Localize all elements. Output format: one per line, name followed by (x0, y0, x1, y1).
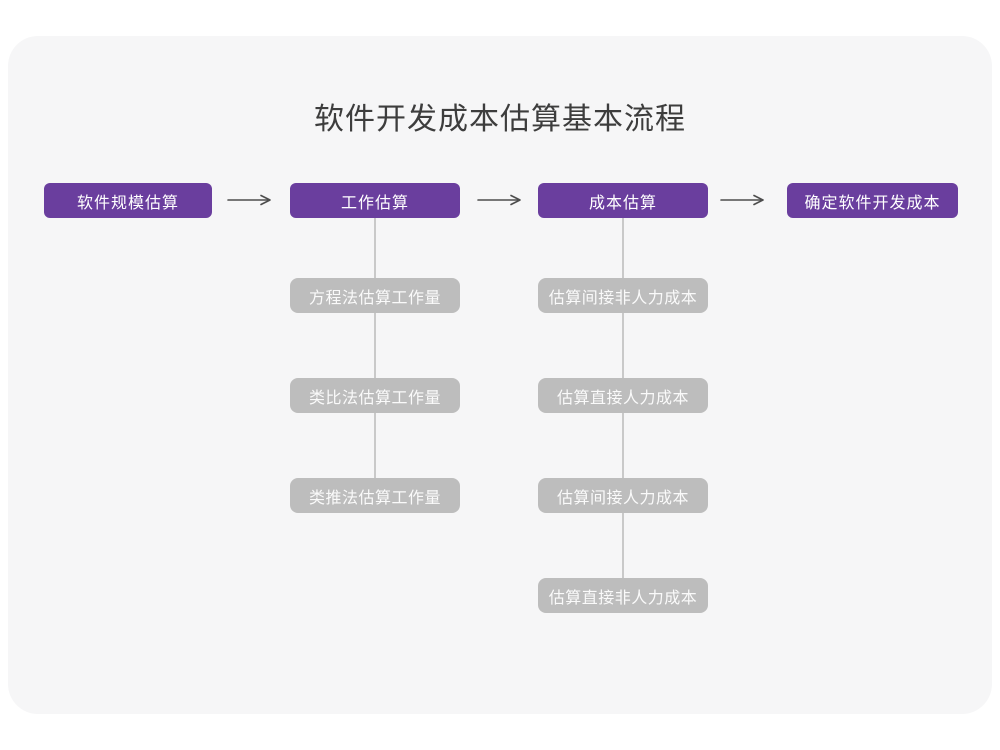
diagram-title: 软件开发成本估算基本流程 (314, 103, 686, 136)
stage-box-effort-estimation: 工作估算 (290, 183, 460, 218)
cost-box-direct-labor: 估算直接人力成本 (538, 378, 708, 413)
cost-box-indirect-labor: 估算间接人力成本 (538, 478, 708, 513)
flow-arrow-icon (720, 194, 764, 206)
flowchart-card: 软件开发成本估算基本流程 软件规模估算 工作估算 成本估算 确定软件开发成本 方… (8, 36, 992, 714)
flow-arrow-icon (477, 194, 521, 206)
connector-line-effort-column (374, 218, 376, 496)
method-box-equation: 方程法估算工作量 (290, 278, 460, 313)
stage-box-software-scale-estimation: 软件规模估算 (44, 183, 212, 218)
cost-box-indirect-nonlabor: 估算间接非人力成本 (538, 278, 708, 313)
cost-box-direct-nonlabor: 估算直接非人力成本 (538, 578, 708, 613)
method-box-analogy: 类比法估算工作量 (290, 378, 460, 413)
stage-box-final-development-cost: 确定软件开发成本 (787, 183, 958, 218)
stage-box-cost-estimation: 成本估算 (538, 183, 708, 218)
flow-arrow-icon (227, 194, 271, 206)
method-box-extrapolation: 类推法估算工作量 (290, 478, 460, 513)
